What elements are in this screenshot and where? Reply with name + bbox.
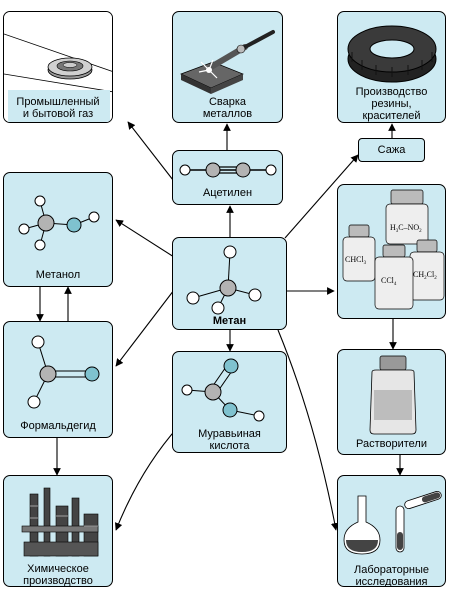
node-chemical-production: Химическое производство [3, 475, 113, 587]
formaldehyde-label: Формальдегид [20, 420, 96, 432]
methanol-molecule [18, 195, 100, 251]
node-lab-research: Лабораторные исследования [337, 475, 446, 587]
methanol-label: Метанол [35, 269, 81, 281]
rubber-label-1: Производство [355, 86, 428, 98]
welding-label-1: Сварка [208, 96, 247, 108]
rubber-label-3: красителей [362, 110, 421, 122]
gas-burner-illustration [4, 12, 112, 122]
methane-label: Метан [212, 315, 247, 327]
node-methane: Метан [172, 237, 287, 330]
arrow-acetylene-to-gas [127, 121, 174, 181]
soot-label: Сажа [377, 144, 406, 156]
ch2cl2-text: CH2Cl2 [413, 270, 437, 281]
node-rubber-production: Производство резины, красителей [337, 11, 446, 123]
acetylene-label: Ацетилен [202, 187, 253, 199]
solvent-bottles-illustration: H3C–NO2 CHCl3 CCl4 CH2Cl2 [342, 189, 445, 310]
arrow-formic-to-chemical [115, 426, 179, 531]
arrow-methane-to-formaldehyde [115, 289, 175, 367]
node-acetylene: Ацетилен [172, 150, 283, 205]
arrow-methane-to-lab [277, 329, 339, 531]
lab-label-1: Лабораторные [354, 564, 429, 576]
node-formic-acid: Муравьиная кислота [172, 351, 287, 453]
node-formaldehyde: Формальдегид [3, 321, 113, 438]
node-welding: Сварка металлов [172, 11, 283, 123]
acetylene-molecule [179, 162, 277, 178]
rubber-label-2: резины, [371, 98, 412, 110]
lab-label-2: исследования [355, 576, 428, 587]
ccl4-text: CCl4 [381, 276, 397, 287]
lab-glassware-illustration [343, 490, 442, 555]
gas-label-2: и бытовой газ [22, 108, 94, 120]
chemical-label-1: Химическое [27, 563, 89, 575]
gas-label-1: Промышленный [16, 96, 100, 108]
arrow-methane-to-methanol [115, 219, 175, 258]
formic-label-2: кислота [209, 440, 250, 452]
solvents-label: Растворители [356, 438, 427, 450]
node-soot: Сажа [358, 138, 425, 162]
methane-molecule [186, 245, 262, 315]
node-industrial-gas: Промышленный и бытовой газ [3, 11, 113, 123]
formic-acid-molecule [181, 358, 265, 422]
formaldehyde-molecule [27, 335, 100, 409]
h3c-no2-text: H3C–NO2 [390, 223, 422, 234]
chemical-label-2: производство [23, 575, 93, 587]
factory-illustration [21, 487, 99, 557]
solvent-bottle-illustration [369, 355, 417, 435]
tire-illustration [347, 25, 437, 83]
formic-label-1: Муравьиная [198, 428, 261, 440]
arrow-methane-to-soot [284, 154, 359, 239]
chcl3-text: CHCl3 [345, 255, 367, 266]
node-solvent-bottles: H3C–NO2 CHCl3 CCl4 CH2Cl2 [337, 184, 446, 319]
welding-torch-illustration [180, 30, 275, 94]
welding-label-2: металлов [202, 108, 253, 120]
node-methanol: Метанол [3, 172, 113, 287]
node-solvents: Растворители [337, 349, 446, 455]
